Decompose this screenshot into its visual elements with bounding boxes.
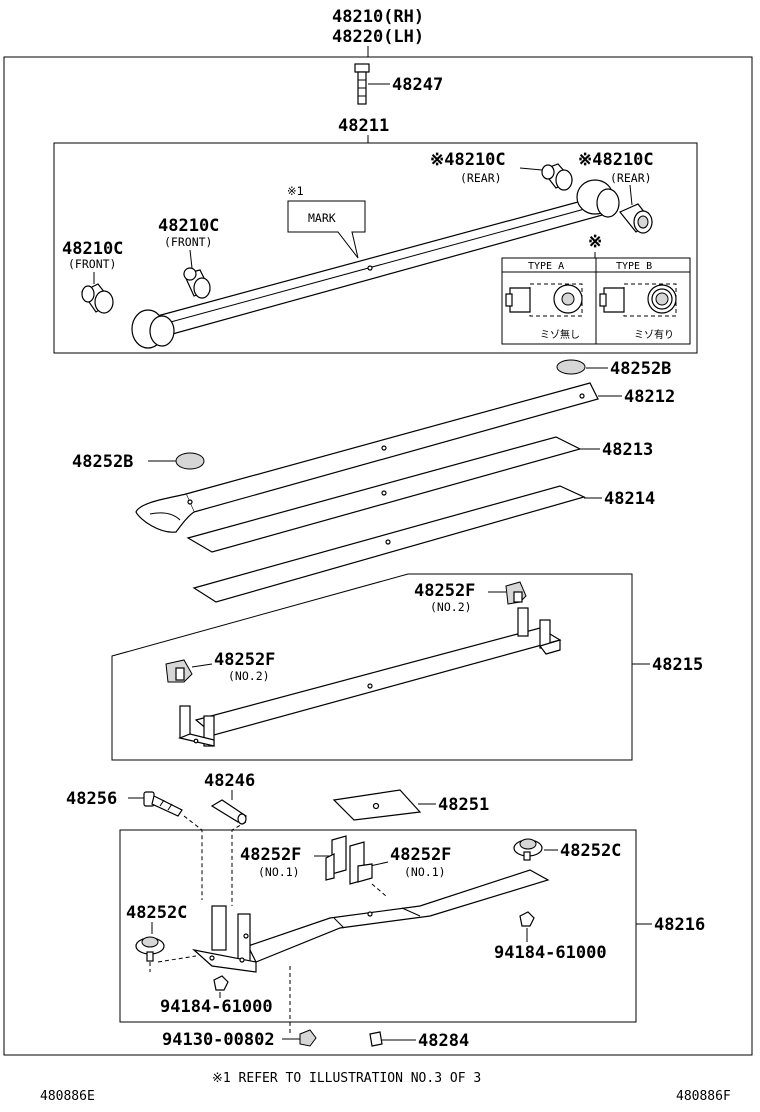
note-48210c-rear-2: (REAR) bbox=[610, 171, 652, 185]
label-48252c-left: 48252C bbox=[126, 903, 187, 923]
figure-code-right: 480886F bbox=[676, 1089, 731, 1104]
leaf-48215[interactable] bbox=[178, 607, 562, 747]
clip-48252f-no1-right[interactable] bbox=[349, 841, 373, 885]
outer-frame bbox=[3, 56, 753, 1056]
leaf-48212[interactable] bbox=[135, 382, 599, 533]
label-48256: 48256 bbox=[66, 789, 117, 809]
clip-48252f-no2-left[interactable] bbox=[165, 659, 193, 683]
type-b-label: TYPE B bbox=[616, 261, 652, 272]
label-48214: 48214 bbox=[604, 489, 655, 509]
label-48252f-no1-right: 48252F bbox=[390, 845, 451, 865]
label-94184-right: 94184-61000 bbox=[494, 943, 607, 963]
type-b-bushing: ミゾ有り bbox=[599, 283, 677, 341]
part-48284[interactable] bbox=[369, 1031, 383, 1047]
label-48210c-front-1: 48210C bbox=[158, 216, 219, 236]
note-48252f-no2-left: (NO.2) bbox=[228, 669, 270, 683]
note-48252f-no1-right: (NO.1) bbox=[404, 865, 446, 879]
type-box-ref: ※ bbox=[588, 232, 602, 252]
box-48215 bbox=[111, 573, 633, 761]
bushing-rear-1[interactable] bbox=[541, 163, 573, 191]
leaf-48214[interactable] bbox=[192, 485, 586, 603]
label-48251: 48251 bbox=[438, 795, 489, 815]
type-a-note: ミゾ無し bbox=[540, 328, 580, 341]
note-48210c-front-2: (FRONT) bbox=[68, 257, 116, 271]
rivet-48252b-left[interactable] bbox=[175, 452, 205, 470]
leaf-48216[interactable] bbox=[191, 869, 550, 973]
box-48211 bbox=[53, 142, 698, 354]
label-48216: 48216 bbox=[654, 915, 705, 935]
mark-callout bbox=[287, 200, 366, 259]
label-48252b-left: 48252B bbox=[72, 452, 133, 472]
clip-48252f-no2-top[interactable] bbox=[505, 581, 527, 605]
main-leaf-48211[interactable] bbox=[131, 179, 620, 349]
nut-94130-bottom[interactable] bbox=[299, 1029, 317, 1047]
label-48247: 48247 bbox=[392, 75, 443, 95]
type-b-note: ミゾ有り bbox=[634, 328, 674, 341]
pad-48251[interactable] bbox=[332, 789, 422, 821]
bumper-48252c-right[interactable] bbox=[513, 838, 543, 861]
label-48252f-no2-left: 48252F bbox=[214, 650, 275, 670]
bushing-front-2[interactable] bbox=[81, 283, 114, 314]
bolt-48256[interactable] bbox=[143, 791, 183, 817]
footnote: ※1 REFER TO ILLUSTRATION NO.3 OF 3 bbox=[212, 1071, 481, 1086]
type-a-bushing: ミゾ無し bbox=[505, 283, 583, 341]
clip-48252f-no1-left[interactable] bbox=[325, 835, 347, 881]
bumper-48252c-left[interactable] bbox=[135, 936, 165, 962]
mark-ref: ※1 bbox=[287, 184, 304, 198]
label-48284: 48284 bbox=[418, 1031, 469, 1051]
note-48252f-no1-left: (NO.1) bbox=[258, 865, 300, 879]
label-48210c-rear-1: ※48210C bbox=[430, 150, 506, 170]
assembly-code-lh: 48220(LH) bbox=[332, 27, 424, 47]
note-48210c-rear-1: (REAR) bbox=[460, 171, 502, 185]
type-a-label: TYPE A bbox=[528, 261, 564, 272]
label-48252f-no2-top: 48252F bbox=[414, 581, 475, 601]
label-48252c-right: 48252C bbox=[560, 841, 621, 861]
nut-94184-left[interactable] bbox=[213, 975, 229, 991]
mark-label: MARK bbox=[308, 211, 336, 225]
label-48212: 48212 bbox=[624, 387, 675, 407]
type-box: TYPE A TYPE B ミゾ無し ミゾ有り bbox=[501, 257, 691, 345]
bushing-rear-2[interactable] bbox=[619, 203, 653, 234]
label-48252b-top: 48252B bbox=[610, 359, 671, 379]
label-48210c-front-2: 48210C bbox=[62, 239, 123, 259]
pin-48246[interactable] bbox=[210, 799, 248, 825]
label-94130-bottom: 94130-00802 bbox=[162, 1030, 275, 1050]
label-48211: 48211 bbox=[338, 116, 389, 136]
label-48213: 48213 bbox=[602, 440, 653, 460]
assembly-code-rh: 48210(RH) bbox=[332, 7, 424, 27]
note-48210c-front-1: (FRONT) bbox=[164, 235, 212, 249]
figure-code-left: 480886E bbox=[40, 1089, 95, 1104]
label-48252f-no1-left: 48252F bbox=[240, 845, 301, 865]
label-48210c-rear-2: ※48210C bbox=[578, 150, 654, 170]
box-48216 bbox=[119, 829, 637, 1023]
label-94184-left: 94184-61000 bbox=[160, 997, 273, 1017]
bolt-48247[interactable] bbox=[354, 63, 370, 105]
label-48215: 48215 bbox=[652, 655, 703, 675]
note-48252f-no2-top: (NO.2) bbox=[430, 600, 472, 614]
nut-94184-right[interactable] bbox=[519, 911, 535, 927]
label-48246: 48246 bbox=[204, 771, 255, 791]
bushing-front-1[interactable] bbox=[183, 267, 211, 299]
rivet-48252b-top[interactable] bbox=[556, 359, 586, 375]
